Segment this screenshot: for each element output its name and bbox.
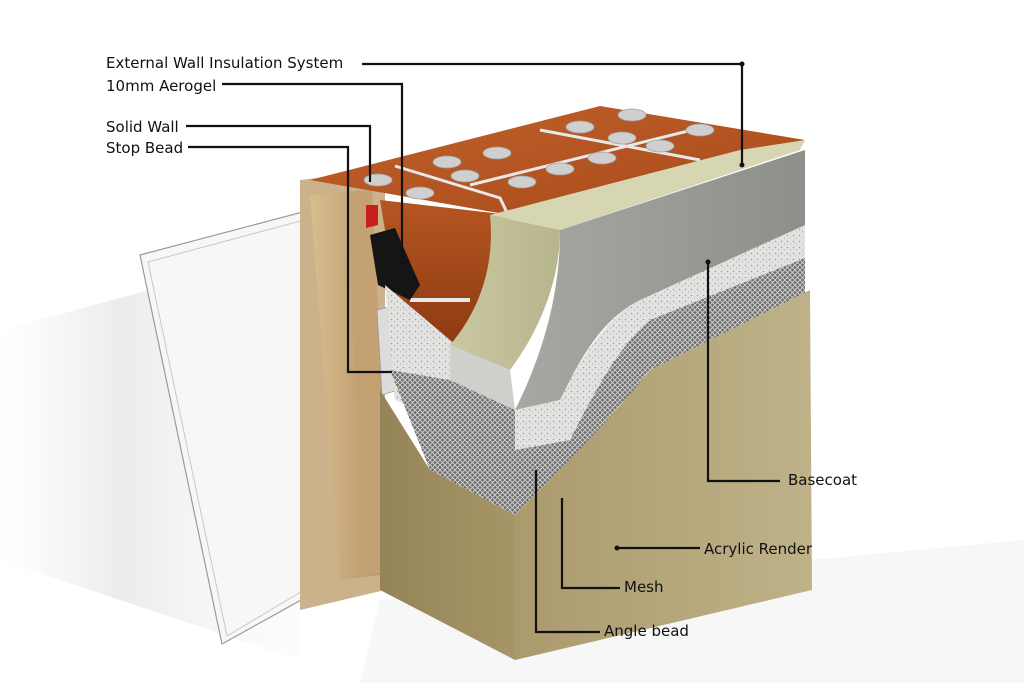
- render-front: [515, 290, 812, 660]
- label-solid-wall: Solid Wall: [106, 118, 179, 136]
- leader-mesh: [560, 498, 620, 590]
- render-side: [380, 390, 515, 660]
- leader-angle-bead: [534, 470, 600, 634]
- mortar-joint: [469, 126, 701, 187]
- insulation-board-curve: [450, 215, 560, 370]
- mortar-joint: [539, 128, 701, 162]
- brick-holes: [363, 108, 715, 200]
- leader-stop-bead: [188, 145, 392, 374]
- red-sealant: [366, 205, 378, 228]
- label-external-wall-insulation-system: External Wall Insulation System: [106, 54, 344, 72]
- basecoat-front-edge: [450, 345, 515, 410]
- leader-aerogel: [222, 82, 404, 265]
- leader-lines: [186, 62, 780, 634]
- leader-solid-wall: [186, 124, 372, 182]
- basecoat-layer: [515, 150, 805, 410]
- aerogel-layer: [370, 228, 420, 300]
- leader-basecoat: [706, 262, 780, 483]
- speckle-layer: [515, 225, 805, 450]
- insulation-board-top: [490, 140, 805, 230]
- leader-dots: [614, 61, 745, 551]
- mesh-layer: [390, 258, 805, 515]
- label-mesh: Mesh: [624, 578, 664, 596]
- label-acrylic-render: Acrylic Render: [704, 540, 813, 558]
- label-stop-bead: Stop Bead: [106, 139, 184, 157]
- label-basecoat: Basecoat: [788, 471, 858, 489]
- label-angle-bead: Angle bead: [604, 622, 689, 640]
- label-aerogel: 10mm Aerogel: [106, 77, 217, 95]
